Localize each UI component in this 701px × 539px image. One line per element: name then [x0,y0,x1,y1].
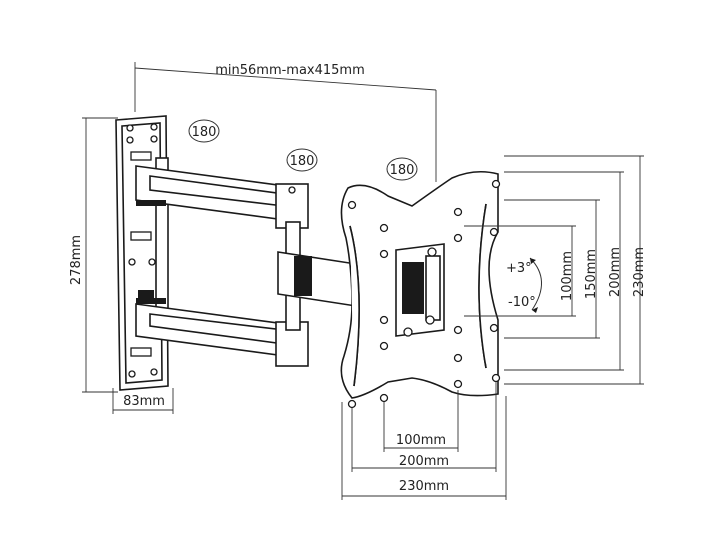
vesa-h-200-label: 200mm [399,454,449,469]
vesa-v-100-label: 100mm [560,251,575,301]
vesa-head-plate [340,170,501,409]
vesa-horizontal-dimensions: 100mm 200mm 230mm [341,382,507,500]
wall-plate-width-label: 83mm [123,394,165,409]
vesa-v-230-label: 230mm [632,247,647,297]
tilt-down-label: -10° [508,295,536,310]
arm-extension-label: min56mm-max415mm [215,63,365,78]
wall-rotation-badge: 180 [188,119,220,143]
wall-plate [115,115,169,391]
vesa-v-150-label: 150mm [584,249,599,299]
vesa-h-100-label: 100mm [396,433,446,448]
wall-plate-height-label: 278mm [69,235,84,285]
wall-plate-height-dimension: 278mm [69,117,118,393]
middle-rotation-label: 180 [290,154,315,169]
vesa-vertical-dimensions: 100mm 150mm 200mm 230mm [464,155,647,385]
arm-extension-dimension: min56mm-max415mm [134,62,437,182]
lower-arm [135,298,309,367]
wall-rotation-label: 180 [192,125,217,140]
vesa-v-200-label: 200mm [608,247,623,297]
head-rotation-badge: 180 [386,157,418,181]
head-rotation-label: 180 [390,163,415,178]
wall-plate-width-dimension: 83mm [112,388,174,414]
vesa-h-230-label: 230mm [399,479,449,494]
middle-joint [277,221,357,331]
middle-rotation-badge: 180 [286,148,318,172]
tilt-up-label: +3° [506,261,532,276]
upper-arm [135,165,309,229]
tilt-indicator: +3° -10° [506,257,542,313]
